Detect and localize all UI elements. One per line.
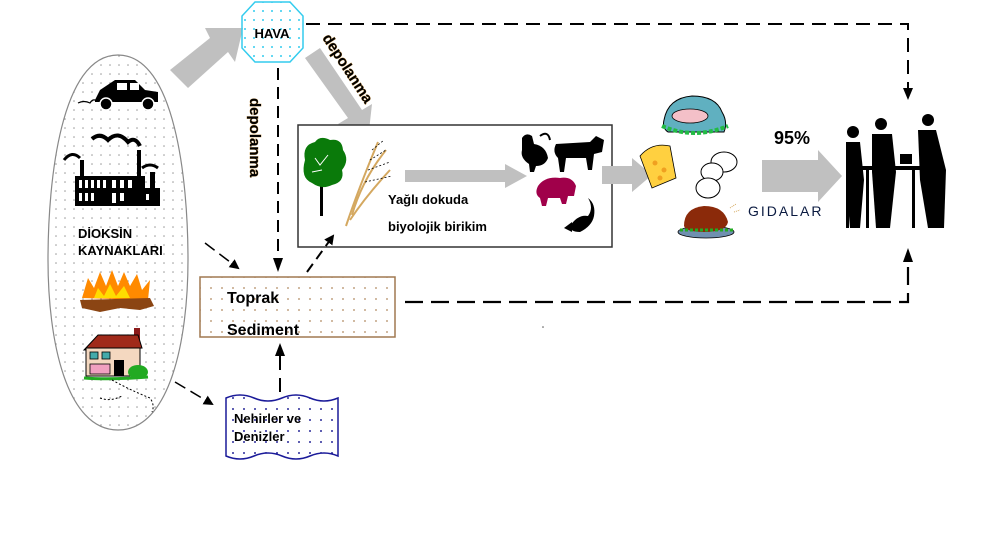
sources-ellipse (47, 54, 189, 431)
sources-label-line2: KAYNAKLARI (78, 243, 163, 258)
soil-to-consumers-arrowhead (903, 248, 913, 262)
deposition-label-vertical: depolanma (246, 98, 263, 178)
soil-sediment-node: Toprak Sediment (199, 276, 396, 339)
factory-icon (62, 133, 160, 206)
rooster-icon (521, 132, 551, 172)
wheat-icon (345, 139, 393, 227)
tree-icon (303, 137, 347, 216)
stray-dot (542, 326, 544, 328)
sources-to-soil-arrow (204, 242, 240, 270)
animals-to-foods-arrow (602, 158, 652, 192)
percent-label: 95% (774, 128, 810, 148)
foods-to-consumers-arrow (762, 150, 842, 202)
emission-arrow (170, 28, 243, 88)
water-node: Nehirler ve Denizler (225, 394, 339, 460)
foods-label: GIDALAR (748, 203, 823, 219)
fish-icon (564, 198, 595, 232)
roast-chicken-icon (677, 203, 741, 239)
sediment-label: Sediment (227, 322, 300, 339)
soil-label: Toprak (227, 290, 279, 307)
soil-to-plants-arrow (306, 234, 335, 273)
car-icon (77, 80, 158, 111)
water-label-line2: Denizler (234, 429, 285, 444)
sources-label-line1: DİOKSİN (78, 226, 132, 241)
dioxin-sources-group: DİOKSİN KAYNAKLARI (47, 54, 189, 431)
air-to-consumers-dashed-line (306, 23, 909, 88)
sources-to-water-arrow (174, 381, 214, 406)
water-to-soil-arrowhead (275, 343, 285, 356)
eggs-icon (695, 151, 738, 199)
bioaccumulation-box: Yağlı dokuda biyolojik birikim (297, 124, 613, 248)
air-label: HAVA (255, 26, 291, 41)
cow-icon (554, 136, 604, 172)
water-label-line1: Nehirler ve (234, 411, 301, 426)
air-to-soil-arrowhead (273, 258, 283, 272)
water-wave-box (225, 394, 339, 460)
bioaccumulation-line2: biyolojik birikim (388, 219, 487, 234)
foods-group: GIDALAR (639, 95, 823, 239)
air-node: HAVA (241, 1, 304, 63)
pig-icon (536, 177, 576, 206)
people-dining-icon (846, 114, 946, 228)
bioaccumulation-line1: Yağlı dokuda (388, 192, 469, 207)
fish-platter-icon (661, 95, 729, 135)
air-to-consumers-arrowhead (903, 88, 913, 100)
cheese-icon (639, 144, 677, 189)
soil-sediment-box (199, 276, 396, 338)
fire-icon (80, 270, 154, 312)
deposition-arrow (305, 48, 372, 140)
plants-to-animals-arrow (405, 164, 527, 188)
air-octagon (241, 1, 304, 63)
soil-to-consumers-dashed-line (405, 262, 910, 304)
house-icon (82, 328, 154, 413)
